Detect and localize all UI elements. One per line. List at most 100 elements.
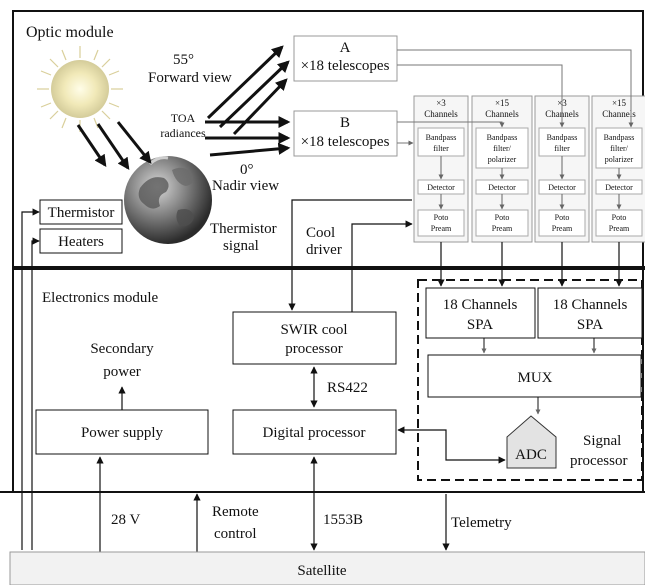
signal-processor-line1: Signal	[583, 433, 621, 449]
column-4-preamp-line1: Poto	[612, 213, 627, 222]
column-3-detector: Detector	[548, 183, 576, 192]
column-2-preamp-box	[475, 209, 529, 237]
secondary-power-line2: power	[103, 364, 141, 380]
earth-icon	[124, 156, 212, 244]
column-1-channels: Channels	[424, 109, 458, 119]
column-1-detector: Detector	[427, 183, 455, 192]
column-2-filter-line3: polarizer	[488, 155, 517, 164]
column-4-channels: Channels	[602, 109, 636, 119]
spa-right-line1: 18 Channels	[553, 297, 628, 313]
column-4-preamp-box	[595, 209, 643, 237]
column-1-preamp-line2: Pream	[431, 224, 452, 233]
column-3-preamp-line2: Pream	[552, 224, 573, 233]
column-1-filter-line2: filter	[433, 144, 449, 153]
column-3-filter-line2: filter	[554, 144, 570, 153]
thermistor-feed-line	[21, 208, 40, 550]
column-1-filter-box	[417, 127, 465, 157]
heaters-label: Heaters	[58, 234, 104, 250]
forward-view-angle: 55°	[173, 52, 194, 68]
electronics-module: Electronics module Secondary power Power…	[12, 267, 644, 493]
sun-icon	[37, 46, 123, 132]
v28-label: 28 V	[111, 512, 140, 528]
telescope-b-box	[293, 110, 398, 157]
column-4-filter-box	[595, 127, 643, 169]
secondary-power-line1: Secondary	[90, 341, 154, 357]
swir-cool-processor-line2: processor	[285, 341, 342, 357]
cool-driver-line1: Cool	[306, 225, 335, 241]
adc-label: ADC	[515, 447, 547, 463]
column-2-preamp-line1: Poto	[495, 213, 510, 222]
column-1-preamp-line1: Poto	[434, 213, 449, 222]
power-supply-box	[35, 409, 209, 455]
cross-module-connections	[21, 199, 623, 550]
spa-left-line1: 18 Channels	[443, 297, 518, 313]
toa-label: TOA	[171, 111, 196, 125]
mux-box	[427, 354, 642, 398]
cool-driver-line	[351, 220, 413, 312]
column-3-preamp-box	[538, 209, 586, 237]
column-2-detector: Detector	[488, 183, 516, 192]
electronics-module-label: Electronics module	[42, 290, 159, 306]
radiances-label: radiances	[160, 126, 206, 140]
column-1-preamp-box	[417, 209, 465, 237]
digital-adc-link	[397, 426, 506, 464]
column-2-filter-line1: Bandpass	[487, 133, 518, 142]
channel-column-2-contents: ×15 Channels Bandpass filter/ polarizer …	[475, 98, 529, 237]
thermistor-label: Thermistor	[48, 205, 115, 221]
power-supply-label: Power supply	[81, 425, 164, 441]
cool-driver-line2: driver	[306, 242, 342, 258]
telescope-a-box	[293, 35, 398, 82]
adc-shape	[506, 415, 557, 469]
thermistor-box	[39, 199, 123, 225]
telescope-a-count: ×18 telescopes	[301, 58, 390, 74]
column-4-detector: Detector	[605, 183, 633, 192]
digital-processor-box	[232, 409, 397, 455]
column-2-filter-box	[475, 127, 529, 169]
rs422-label: RS422	[327, 380, 368, 396]
column-4-filter-line3: polarizer	[605, 155, 634, 164]
heaters-box	[39, 228, 123, 254]
column-4-filter-line2: filter/	[610, 144, 629, 153]
remote-control-line2: control	[214, 526, 257, 542]
spa-right-box	[537, 287, 643, 339]
thermistor-signal-line2: signal	[223, 238, 259, 254]
column-2-filter-line2: filter/	[493, 144, 512, 153]
telescope-b-letter: B	[340, 115, 350, 131]
signal-processor-line2: processor	[570, 453, 627, 469]
column-4-multiplier: ×15	[612, 98, 627, 108]
digital-processor-label: Digital processor	[263, 425, 366, 441]
signal-processor-region	[417, 279, 643, 481]
spa-right-line2: SPA	[577, 317, 603, 333]
forward-view-label: Forward view	[148, 70, 232, 86]
channel-column-1-contents: ×3 Channels Bandpass filter Detector Pot…	[417, 98, 465, 237]
satellite-label: Satellite	[297, 563, 346, 579]
remote-control-line1: Remote	[212, 504, 259, 520]
thermistor-signal-line1: Thermistor	[210, 221, 277, 237]
spa-left-box	[425, 287, 536, 339]
column-internal-arrows	[438, 156, 622, 210]
column-3-preamp-line1: Poto	[555, 213, 570, 222]
column-4-preamp-line2: Pream	[609, 224, 630, 233]
nadir-view-label: Nadir view	[212, 178, 279, 194]
telescope-b-count: ×18 telescopes	[301, 134, 390, 150]
telescope-to-column-lines	[397, 49, 634, 146]
view-arrows	[205, 45, 291, 157]
channel-column-4-contents: ×15 Channels Bandpass filter/ polarizer …	[595, 98, 643, 237]
mux-label: MUX	[517, 370, 552, 386]
column-1-multiplier: ×3	[436, 98, 446, 108]
spa-left-line2: SPA	[467, 317, 493, 333]
b1553-label: 1553B	[323, 512, 363, 528]
column-2-multiplier: ×15	[495, 98, 510, 108]
thermistor-signal-line	[288, 199, 412, 311]
sun-to-earth-arrows	[76, 121, 152, 170]
column-1-filter-line1: Bandpass	[426, 133, 457, 142]
optic-module-label: Optic module	[26, 24, 114, 41]
satellite-bar	[9, 551, 645, 585]
heaters-feed-line	[31, 237, 40, 550]
column-2-channels: Channels	[485, 109, 519, 119]
nadir-view-angle: 0°	[240, 162, 254, 178]
swir-cool-processor-line1: SWIR cool	[280, 322, 347, 338]
column-2-preamp-line2: Pream	[492, 224, 513, 233]
optic-module: Optic module	[12, 10, 645, 269]
telescope-a-letter: A	[340, 40, 351, 56]
